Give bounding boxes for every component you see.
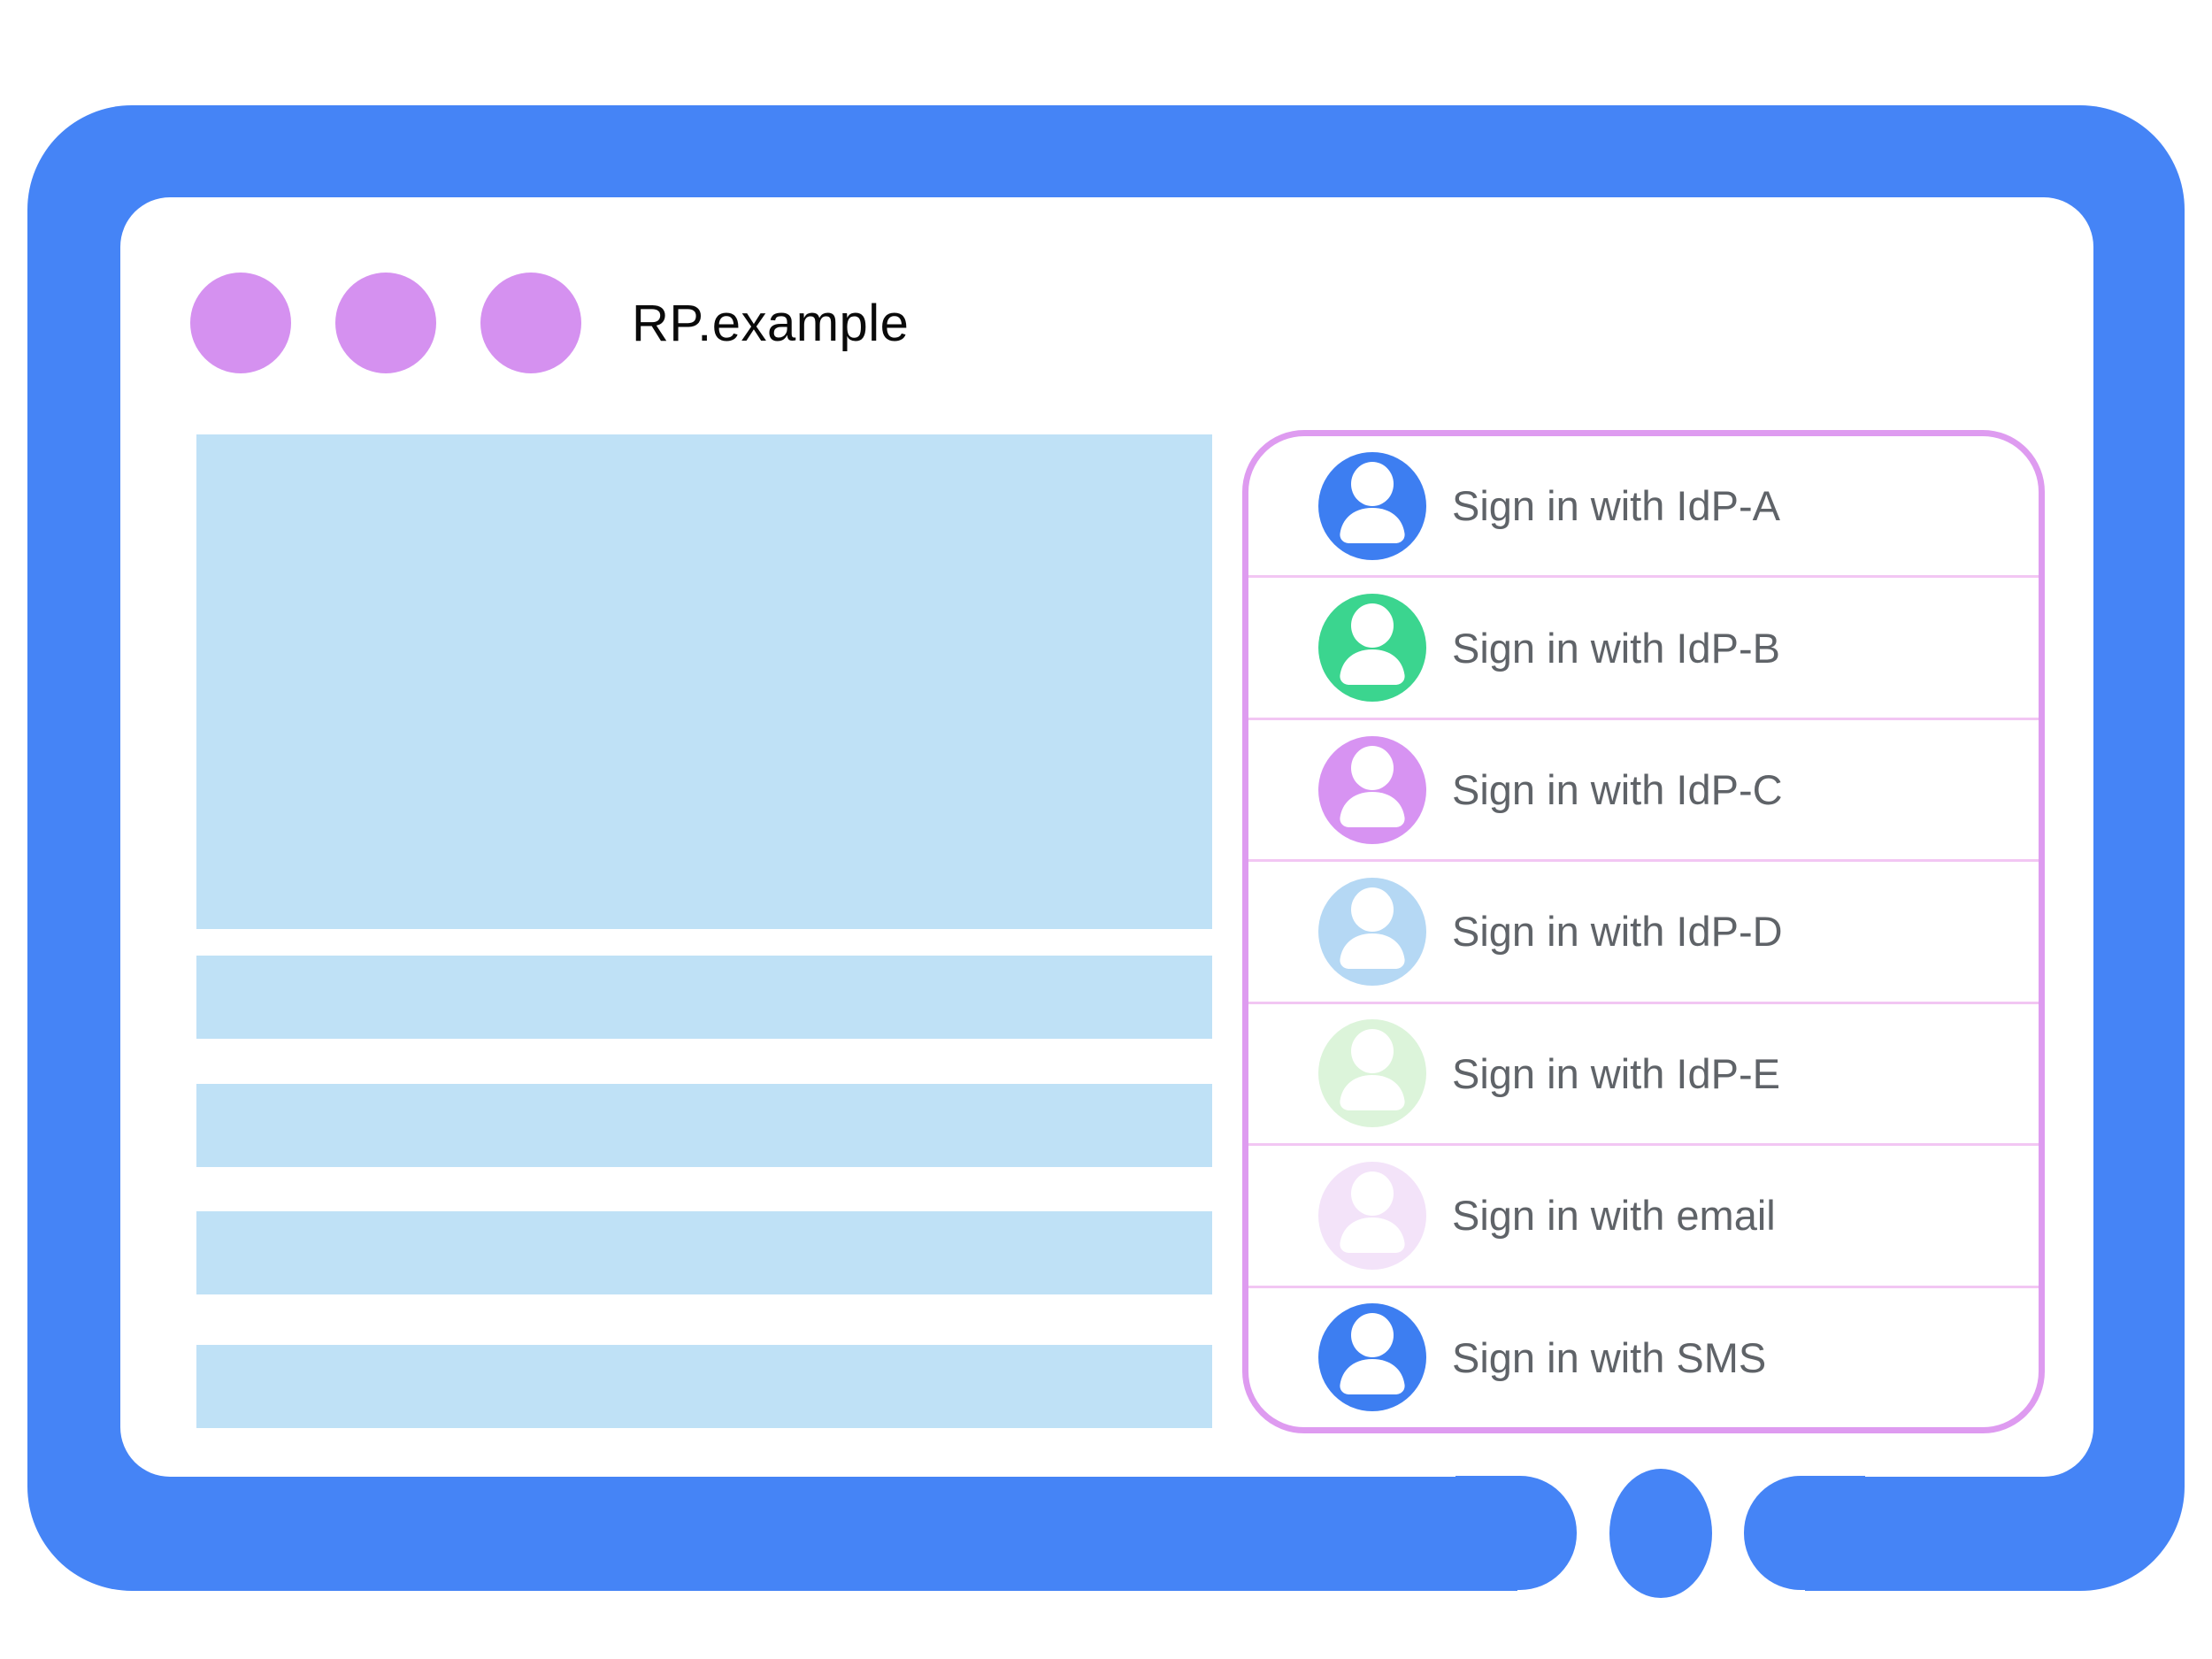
person-icon: [1318, 1019, 1426, 1128]
content-placeholder-line: [196, 1345, 1212, 1428]
window-dot-1-icon: [190, 273, 291, 373]
signin-row-label: Sign in with IdP-A: [1452, 482, 1780, 530]
signin-row-idp-c[interactable]: Sign in with IdP-C: [1248, 720, 2039, 863]
content-placeholder-line: [196, 956, 1212, 1039]
frame-bottom-bar-right-cap: [1744, 1476, 1865, 1590]
person-icon: [1318, 451, 1426, 560]
site-title: RP.example: [632, 295, 910, 352]
person-icon: [1318, 877, 1426, 986]
home-button: [1609, 1469, 1712, 1598]
content-placeholder-hero: [196, 434, 1212, 929]
frame-bottom-bar-left-cap: [1455, 1476, 1577, 1590]
signin-row-label: Sign in with IdP-C: [1452, 766, 1783, 814]
signin-row-label: Sign in with IdP-E: [1452, 1049, 1780, 1097]
person-icon: [1318, 594, 1426, 703]
signin-row-idp-a[interactable]: Sign in with IdP-A: [1248, 436, 2039, 579]
signin-row-label: Sign in with IdP-D: [1452, 908, 1783, 956]
signin-row-label: Sign in with SMS: [1452, 1333, 1767, 1381]
window-dot-2-icon: [335, 273, 436, 373]
signin-panel: Sign in with IdP-A Sign in with IdP-B Si…: [1242, 430, 2045, 1433]
window-dot-3-icon: [480, 273, 581, 373]
signin-row-label: Sign in with IdP-B: [1452, 624, 1780, 672]
signin-row-email[interactable]: Sign in with email: [1248, 1146, 2039, 1288]
person-icon: [1318, 735, 1426, 844]
signin-row-idp-e[interactable]: Sign in with IdP-E: [1248, 1004, 2039, 1147]
signin-row-idp-d[interactable]: Sign in with IdP-D: [1248, 862, 2039, 1004]
content-placeholder-line: [196, 1084, 1212, 1167]
content-placeholder-line: [196, 1211, 1212, 1294]
person-icon: [1318, 1303, 1426, 1412]
signin-row-sms[interactable]: Sign in with SMS: [1248, 1288, 2039, 1427]
person-icon: [1318, 1161, 1426, 1270]
signin-row-idp-b[interactable]: Sign in with IdP-B: [1248, 578, 2039, 720]
signin-row-label: Sign in with email: [1452, 1192, 1776, 1240]
